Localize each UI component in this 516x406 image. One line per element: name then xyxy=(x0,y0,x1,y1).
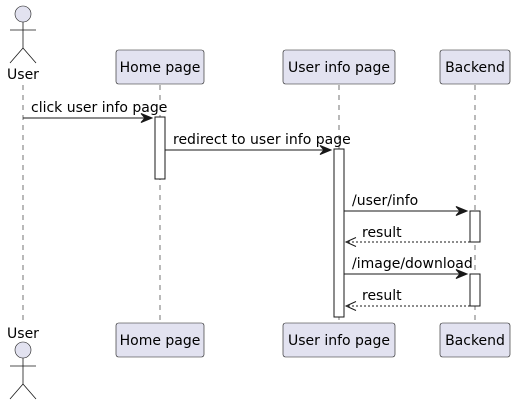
message-user-info: /user/info xyxy=(344,193,469,216)
participant-userinfo-label: User info page xyxy=(288,60,390,76)
participant-userinfo-top: User info page xyxy=(282,49,396,85)
message-label: redirect to user info page xyxy=(173,132,351,148)
arrowhead-icon xyxy=(140,113,154,123)
arrowhead-open-icon xyxy=(344,237,357,247)
activation-backend-1 xyxy=(469,210,481,243)
actor-user-label: User xyxy=(7,67,39,83)
actor-user-top: User xyxy=(7,5,39,83)
participant-backend-top: Backend xyxy=(439,49,511,85)
activation-home xyxy=(154,116,166,180)
actor-user-label: User xyxy=(7,326,39,342)
participant-backend-bottom: Backend xyxy=(439,322,511,358)
message-label: click user info page xyxy=(31,100,167,116)
participant-home-bottom: Home page xyxy=(115,322,205,358)
activation-userinfo xyxy=(333,148,345,318)
arrowhead-icon xyxy=(455,206,469,216)
arrowhead-icon xyxy=(319,145,333,155)
actor-user-bottom: User xyxy=(7,326,39,400)
arrowhead-open-icon xyxy=(344,301,357,311)
actor-figure-icon xyxy=(9,5,37,64)
message-redirect: redirect to user info page xyxy=(165,132,351,155)
participant-home-top: Home page xyxy=(115,49,205,85)
participant-backend-label: Backend xyxy=(445,333,505,349)
participant-home-label: Home page xyxy=(120,333,201,349)
message-label: /user/info xyxy=(352,193,418,209)
participant-backend-label: Backend xyxy=(445,60,505,76)
participant-home-label: Home page xyxy=(120,60,201,76)
activation-backend-2 xyxy=(469,273,481,307)
message-click-user-info-page: click user info page xyxy=(23,100,167,123)
participant-userinfo-bottom: User info page xyxy=(282,322,396,358)
message-result-1: result xyxy=(344,225,470,247)
message-label: result xyxy=(362,225,402,241)
message-image-download: /image/download xyxy=(344,256,473,279)
arrowhead-icon xyxy=(455,269,469,279)
message-result-2: result xyxy=(344,288,470,311)
message-label: /image/download xyxy=(352,256,473,272)
participant-userinfo-label: User info page xyxy=(288,333,390,349)
actor-figure-icon xyxy=(9,341,37,400)
message-label: result xyxy=(362,288,402,304)
